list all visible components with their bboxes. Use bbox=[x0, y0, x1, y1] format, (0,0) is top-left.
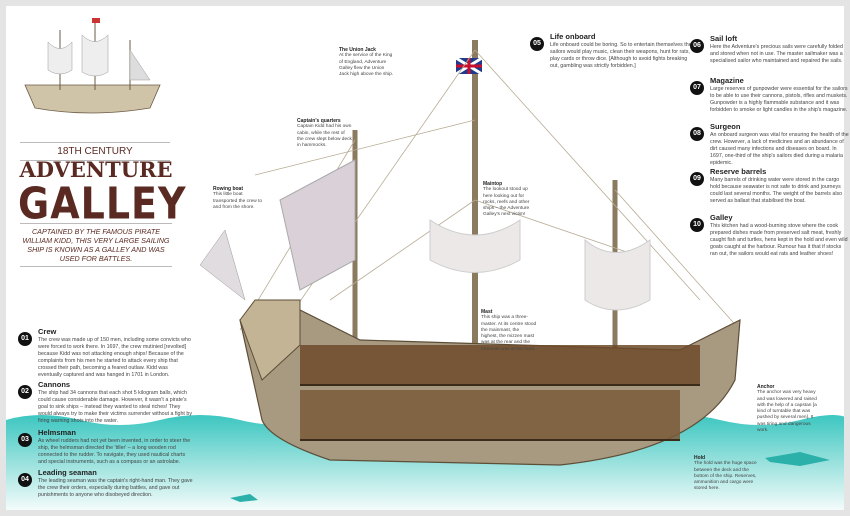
number-badge: 09 bbox=[690, 172, 704, 186]
title-adventure: ADVENTURE bbox=[19, 157, 173, 182]
number-badge: 10 bbox=[690, 218, 704, 232]
info-item-galley: 10 Galley This kitchen had a wood-burnin… bbox=[690, 213, 850, 258]
info-item-surgeon: 08 Surgeon An onboard surgeon was vital … bbox=[690, 122, 850, 167]
number-badge: 03 bbox=[18, 433, 32, 447]
title-galley: GALLEY bbox=[18, 178, 187, 229]
item-text: As wheel rudders had not yet been invent… bbox=[38, 438, 191, 465]
hull-interior-upper-deck bbox=[300, 345, 700, 385]
info-item-life-onboard: 05 Life onboard Life onboard could be bo… bbox=[530, 32, 697, 70]
mizzen-sail bbox=[279, 159, 356, 291]
item-text: The ship had 34 cannons that each shot 5… bbox=[38, 390, 192, 424]
number-badge: 07 bbox=[690, 81, 704, 95]
number-badge: 01 bbox=[18, 332, 32, 346]
item-title: Crew bbox=[38, 327, 57, 336]
main-sail bbox=[429, 219, 521, 273]
title-caption: CAPTAINED BY THE FAMOUS PIRATE WILLIAM K… bbox=[20, 223, 172, 267]
number-badge: 02 bbox=[18, 385, 32, 399]
item-text: Life onboard could be boring. So to ente… bbox=[550, 42, 692, 69]
hull-interior-lower-deck bbox=[300, 390, 680, 440]
item-title: Life onboard bbox=[550, 32, 596, 41]
item-title: Helmsman bbox=[38, 428, 76, 437]
item-text: This kitchen had a wood-burning stove wh… bbox=[710, 223, 848, 257]
info-item-magazine: 07 Magazine Large reserves of gunpowder … bbox=[690, 76, 850, 114]
rear-flag bbox=[199, 229, 246, 301]
info-item-helmsman: 03 Helmsman As wheel rudders had not yet… bbox=[18, 428, 195, 466]
item-text: Here the Adventure's precious sails were… bbox=[710, 44, 843, 64]
item-title: Surgeon bbox=[710, 122, 741, 131]
item-text: Many barrels of drinking water were stor… bbox=[710, 177, 843, 204]
item-text: The crew was made up of 150 men, includi… bbox=[38, 337, 191, 378]
item-title: Sail loft bbox=[710, 34, 738, 43]
small-ship-sketch bbox=[24, 18, 161, 114]
small-fish bbox=[230, 494, 258, 502]
item-title: Cannons bbox=[38, 380, 71, 389]
number-badge: 06 bbox=[690, 39, 704, 53]
item-text: The leading seaman was the captain's rig… bbox=[38, 478, 193, 498]
item-text: An onboard surgeon was vital for ensurin… bbox=[710, 132, 849, 166]
item-title: Magazine bbox=[710, 76, 744, 85]
stern-castle bbox=[239, 299, 301, 381]
shark bbox=[765, 452, 830, 466]
century-label: 18TH CENTURY bbox=[20, 142, 170, 161]
info-item-crew: 01 Crew The crew was made up of 150 men,… bbox=[18, 327, 195, 379]
fore-sail bbox=[584, 238, 651, 311]
item-title: Leading seaman bbox=[38, 468, 97, 477]
number-badge: 05 bbox=[530, 37, 544, 51]
info-item-cannons: 02 Cannons The ship had 34 cannons that … bbox=[18, 380, 195, 425]
item-title: Galley bbox=[710, 213, 733, 222]
number-badge: 04 bbox=[18, 473, 32, 487]
info-item-leading-seaman: 04 Leading seaman The leading seaman was… bbox=[18, 468, 195, 499]
info-item-reserve-barrels: 09 Reserve barrels Many barrels of drink… bbox=[690, 167, 850, 205]
item-title: Reserve barrels bbox=[710, 167, 767, 176]
info-item-sail-loft: 06 Sail loft Here the Adventure's precio… bbox=[690, 34, 850, 65]
number-badge: 08 bbox=[690, 127, 704, 141]
item-text: Large reserves of gunpowder were essenti… bbox=[710, 86, 848, 113]
